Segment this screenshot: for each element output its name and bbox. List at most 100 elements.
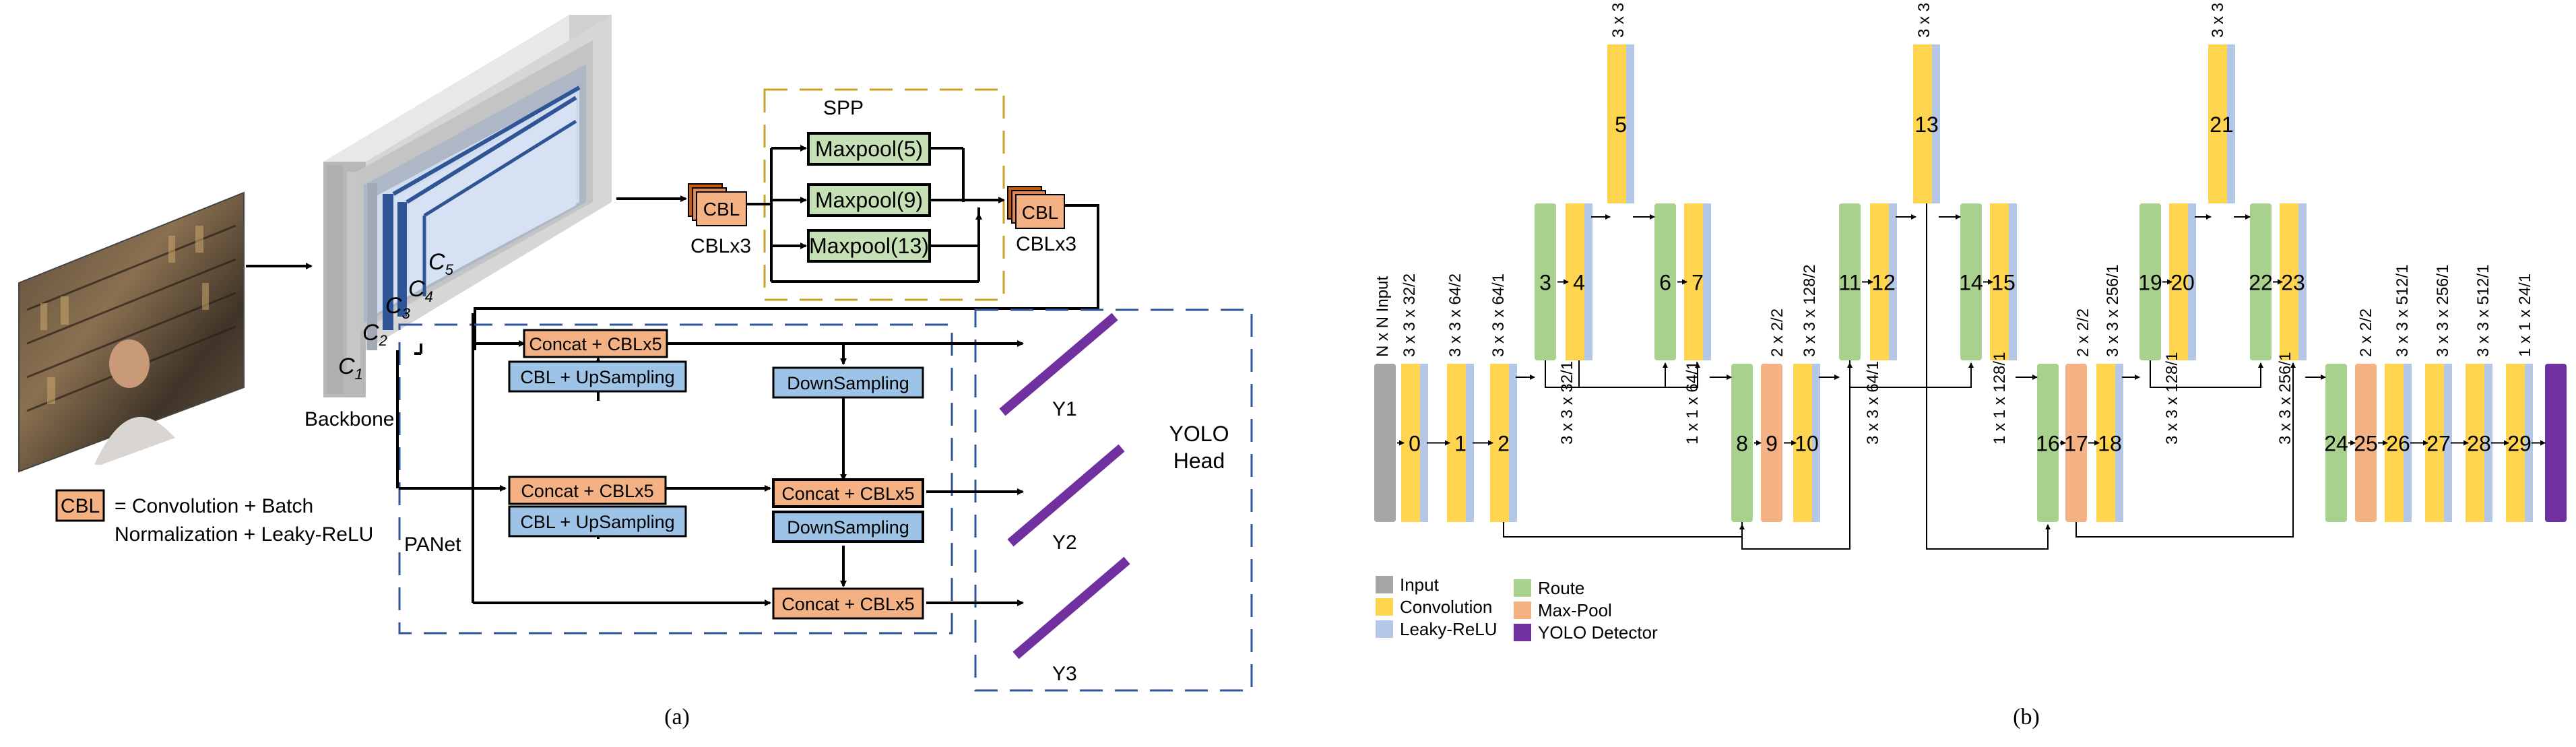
conv-block: 28 [2466,364,2492,522]
layer-number-29: 29 [2507,432,2532,456]
route-block: 3 [1535,203,1556,360]
cbl-out-stack: CBL [1007,186,1065,229]
spp-title: SPP [823,97,864,119]
route-block: 6 [1654,203,1676,360]
top-param-label: 3 x 3 x 32/1 [1609,0,1628,38]
relu-rect [1812,364,1820,522]
maxpool-9-label: Maxpool(9) [815,188,923,212]
legend-line-1: = Convolution + Batch [115,495,313,517]
layer-number-19: 19 [2138,271,2162,295]
y1-label: Y1 [1052,398,1077,420]
layer-number-5: 5 [1615,112,1627,137]
route-rect [1960,203,1982,360]
spp-block: SPP CBL CBLx3 Maxpool(5) [688,88,1076,301]
relu-rect [1420,364,1428,522]
route-block: 8 [1731,364,1753,522]
yolo-rect [2545,364,2567,522]
panet-label: PANet [404,533,461,556]
relu-rect [2484,364,2492,522]
c5-label: C5 [428,249,454,278]
concat-bottom-label: Concat + CBLx5 [781,594,914,614]
legend-yolo-label: YOLO Detector [1538,622,1658,643]
route-rect [2250,203,2272,360]
layer-number-10: 10 [1795,432,1819,456]
route-skip-arrow [1578,360,1700,388]
panel-a: C1 C2 C3 C4 C5 Backbone SPP CBL CBLx3 [18,15,1253,729]
layer-number-14: 14 [1959,271,1983,295]
layer-number-1: 1 [1454,432,1467,456]
relu-rect [2115,364,2123,522]
bottom-param-label: 3 x 3 x 128/1 [2163,352,2181,445]
conv-block: 15 [1990,203,2017,360]
layer-number-23: 23 [2281,271,2305,295]
input-image [18,191,245,473]
relu-rect [1889,203,1897,360]
legend-maxpool-swatch [1514,602,1531,619]
relu-rect [2009,203,2017,360]
cbl-out-label: CBL [1022,202,1058,223]
route-skip-arrow [2150,360,2263,388]
c4-label: C4 [408,276,433,305]
layer-number-15: 15 [1991,271,2016,295]
relu-rect [1626,44,1634,203]
relu-rect [2298,203,2307,360]
bottom-param-label: 1 x 1 x 128/1 [1991,352,2009,445]
top-param-label: 3 x 3 x 64/1 [1915,0,1933,38]
legend-route-swatch [1514,579,1531,597]
legend-leaky-relu-swatch [1376,620,1393,638]
layer-number-3: 3 [1539,271,1551,295]
layer-connections [1397,203,2546,550]
maxpool-13-box [807,229,931,263]
concat-bottom-box [772,587,924,620]
maxpool-9-box [807,183,931,217]
top-param-label: 3 x 3 x 128/1 [2209,0,2227,38]
layer-number-18: 18 [2098,432,2122,456]
layer-number-0: 0 [1409,432,1421,456]
route-skip-arrow [2075,362,2296,538]
layer-number-7: 7 [1692,271,1704,295]
y2-output-bar [1007,444,1125,547]
concat-right-mid-label: Concat + CBLx5 [781,484,914,504]
relu-rect [1466,364,1474,522]
yolo-head-title-2: Head [1173,449,1225,473]
panet-boxes: Concat + CBLx5 CBL + UpSampling DownSamp… [508,329,924,620]
pool-block: 9 [1761,364,1782,522]
panet-dashed-frame [398,323,953,635]
layer-number-27: 27 [2426,432,2451,456]
legend-line-2: Normalization + Leaky-ReLU [115,523,373,546]
conv-block: 23 [2280,203,2307,360]
route-block: 22 [2249,203,2273,360]
conv-block: 21 [2208,44,2235,203]
relu-rect [2525,364,2533,522]
layer-number-9: 9 [1766,432,1778,456]
layer-number-22: 22 [2249,271,2273,295]
conv-block: 26 [2385,364,2412,522]
down-mid-box [772,511,924,543]
c-labels: C1 C2 C3 C4 C5 [338,249,454,383]
legend-input-label: Input [1400,575,1440,595]
conv-rect [1607,44,1626,203]
conv-rect [1913,44,1932,203]
down-mid-label: DownSampling [787,517,909,538]
top-param-label: 3 x 3 x 512/1 [2393,265,2412,357]
top-param-label: 3 x 3 x 64/1 [1489,273,1508,357]
layer-number-17: 17 [2064,432,2088,456]
top-param-label: 1 x 1 x 24/1 [2516,273,2534,357]
layer-number-11: 11 [1838,271,1861,295]
top-param-label: 2 x 2/2 [1768,308,1786,357]
conv-block: 5 [1607,44,1634,203]
layer-number-16: 16 [2036,432,2060,456]
top-param-label: 3 x 3 x 512/1 [2474,265,2492,357]
cbl-in-stack: CBL [688,183,747,226]
yolo-head-title-1: YOLO [1169,422,1229,446]
route-skip-arrow [1503,522,1745,538]
route-block: 14 [1959,203,1983,360]
conv-block: 13 [1913,44,1940,203]
concat-mid-label: Concat + CBLx5 [521,481,653,501]
conv-block: 27 [2425,364,2452,522]
layer-number-21: 21 [2210,112,2234,137]
